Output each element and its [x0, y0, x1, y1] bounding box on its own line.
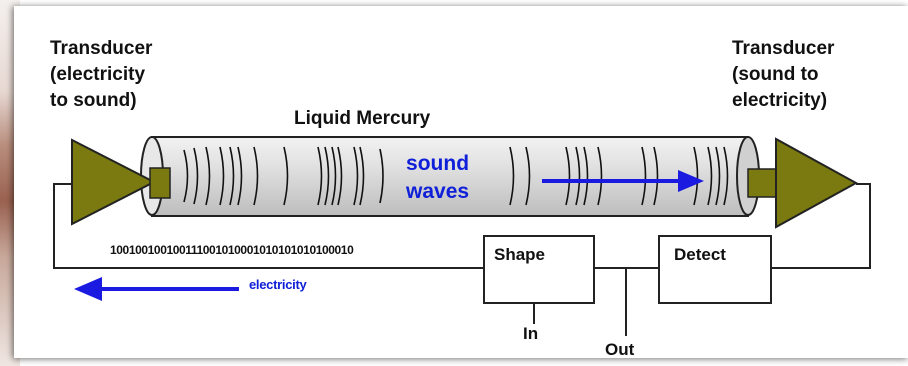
electricity-label: electricity: [249, 277, 307, 292]
transducer-left-label: Transducer (electricity to sound): [50, 38, 153, 111]
detect-box-label: Detect: [674, 245, 726, 264]
sound-waves-label: sound waves: [406, 152, 470, 203]
input-label: In: [523, 324, 539, 343]
medium-label: Liquid Mercury: [294, 108, 431, 129]
right-transducer: [747, 137, 859, 229]
wave-fronts: [183, 146, 729, 206]
bitstream-label: 100100100100111001010001010101010100010: [110, 243, 354, 257]
wires: [53, 183, 871, 336]
diagram-graphics: [53, 136, 871, 336]
shape-box: [483, 235, 595, 304]
electricity-direction-arrow: [74, 277, 239, 301]
sound-direction-arrow: [542, 170, 704, 192]
delay-line-diagram: Transducer (electricity to sound) Transd…: [14, 6, 908, 358]
left-transducer: [71, 138, 171, 226]
output-label: Out: [605, 340, 635, 358]
transducer-right-label: Transducer (sound to electricity): [732, 38, 835, 111]
shape-box-label: Shape: [494, 245, 546, 264]
detect-box: [658, 235, 772, 304]
